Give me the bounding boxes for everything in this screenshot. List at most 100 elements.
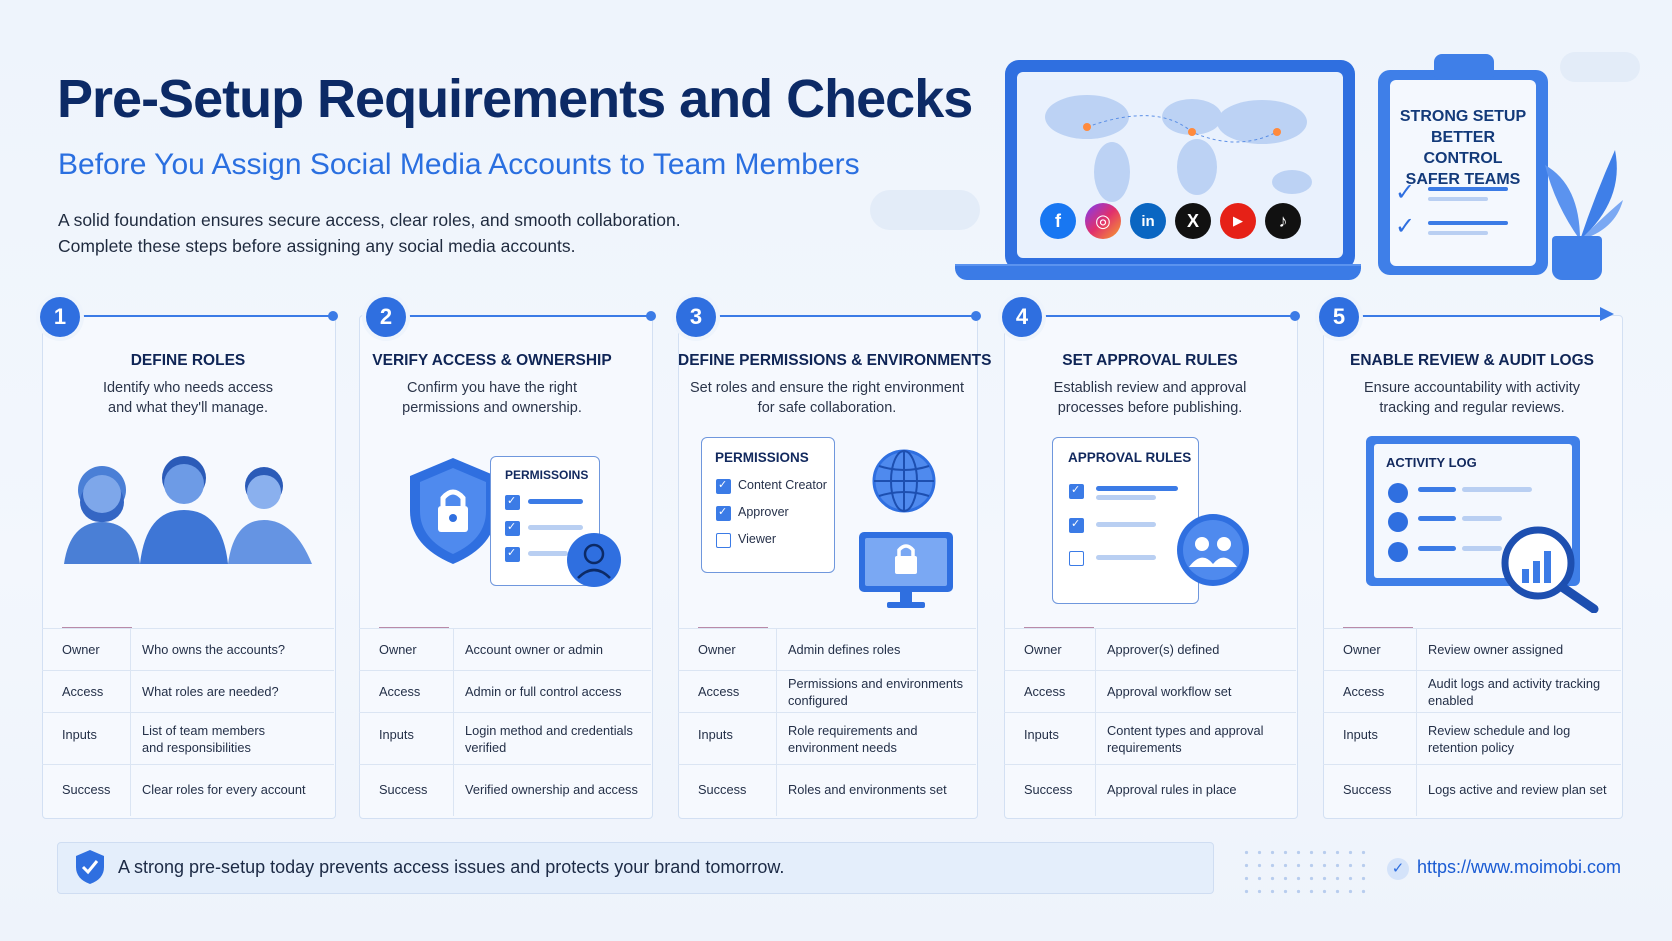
connector-dot xyxy=(328,311,338,321)
step-desc-5: Ensure accountability with activity trac… xyxy=(1323,378,1621,418)
table-row: Owner Account owner or admin xyxy=(359,628,651,671)
clipboard-line-3: SAFER TEAMS xyxy=(1405,171,1521,188)
step-desc-line: processes before publishing. xyxy=(1057,400,1243,416)
permission-option: Approver xyxy=(738,505,789,519)
step-desc-4: Establish review and approval processes … xyxy=(1004,378,1296,418)
clipboard-line-1: STRONG SETUP xyxy=(1399,108,1527,125)
clipboard-line-2: BETTER CONTROL xyxy=(1423,129,1503,167)
line-placeholder xyxy=(528,499,583,504)
row-key: Access xyxy=(698,684,740,699)
row-value: Verified ownership and access xyxy=(465,781,638,798)
row-key: Owner xyxy=(379,642,417,657)
checkbox-checked xyxy=(1069,517,1084,533)
line-placeholder xyxy=(1462,546,1502,551)
table-divider xyxy=(453,628,454,816)
step-connector xyxy=(60,315,332,317)
website-link[interactable]: https://www.moimobi.com xyxy=(1417,857,1622,877)
row-key: Success xyxy=(698,782,747,797)
checkbox-checked xyxy=(505,520,520,536)
table-row: Owner Who owns the accounts? xyxy=(42,628,334,671)
table-row: Success Roles and environments set xyxy=(678,764,976,815)
row-value-line: configured xyxy=(788,693,848,708)
table-divider xyxy=(1095,628,1096,816)
table-divider xyxy=(776,628,777,816)
permissions-panel-title: PERMISSOINS xyxy=(505,468,589,482)
line-placeholder xyxy=(1428,221,1508,225)
user-icon xyxy=(1388,512,1408,532)
line-placeholder xyxy=(1428,187,1508,191)
row-value-line: requirements xyxy=(1107,740,1182,755)
step-card-1 xyxy=(42,315,336,819)
connector-dot xyxy=(971,311,981,321)
row-value: Approval rules in place xyxy=(1107,781,1236,798)
row-value-line: Content types and approval xyxy=(1107,723,1264,738)
line-placeholder xyxy=(1418,546,1456,551)
checkbox-checked xyxy=(1069,483,1084,499)
row-key: Owner xyxy=(1024,642,1062,657)
row-key: Inputs xyxy=(62,727,97,742)
row-value: Logs active and review plan set xyxy=(1428,781,1607,798)
cloud-icon xyxy=(870,190,980,230)
step-title-4: SET APPROVAL RULES xyxy=(1062,352,1238,369)
row-value-line: Admin defines roles xyxy=(788,642,901,657)
line-placeholder xyxy=(1418,487,1456,492)
row-value-line: List of team members xyxy=(142,723,266,738)
line-placeholder xyxy=(1096,486,1178,491)
step-desc-line: permissions and ownership. xyxy=(402,400,582,416)
connector-dot xyxy=(646,311,656,321)
footer-banner xyxy=(57,842,1214,894)
clipboard-paper xyxy=(1390,80,1536,266)
row-key: Owner xyxy=(62,642,100,657)
step-desc-line: Confirm you have the right xyxy=(406,380,578,396)
checkbox-checked xyxy=(505,494,520,510)
row-value-line: Admin or full control access xyxy=(465,684,622,699)
line-placeholder xyxy=(1096,522,1156,527)
activity-log-title: ACTIVITY LOG xyxy=(1386,455,1477,470)
row-value-line: Approval rules in place xyxy=(1107,782,1237,797)
row-value: Who owns the accounts? xyxy=(142,641,285,658)
x-icon: X xyxy=(1175,203,1211,239)
page-title: Pre-Setup Requirements and Checks xyxy=(57,69,973,129)
row-value-line: Verified ownership and access xyxy=(465,782,638,797)
row-value: Account owner or admin xyxy=(465,641,603,658)
connector-dot xyxy=(1290,311,1300,321)
line-placeholder xyxy=(528,551,568,556)
step-number-5: 5 xyxy=(1319,297,1359,337)
intro-text: A solid foundation ensures secure access… xyxy=(58,207,681,259)
tiktok-icon: ♪ xyxy=(1265,203,1301,239)
step-connector xyxy=(696,315,974,317)
step-desc-line: and what they'll manage. xyxy=(108,400,268,416)
social-icons: f ◎ in X ▶ ♪ xyxy=(1040,203,1301,239)
step-desc-2: Confirm you have the right permissions a… xyxy=(346,378,638,418)
step-title-5: ENABLE REVIEW & AUDIT LOGS xyxy=(1350,352,1594,369)
checkbox-checked xyxy=(716,505,731,521)
checkbox-checked xyxy=(505,546,520,562)
step-desc-line: Set roles and ensure the right environme… xyxy=(689,380,965,396)
row-value-line: What roles are needed? xyxy=(142,684,279,699)
step-desc-line: Establish review and approval xyxy=(1053,380,1247,396)
table-row: Success Verified ownership and access xyxy=(359,764,651,815)
step-desc-line: for safe collaboration. xyxy=(757,400,897,416)
user-icon xyxy=(1388,483,1408,503)
row-value-line: Approver(s) defined xyxy=(1107,642,1220,657)
step-title-1: DEFINE ROLES xyxy=(130,352,246,369)
row-value-line: Roles and environments set xyxy=(788,782,947,797)
table-divider xyxy=(130,628,131,816)
row-key: Owner xyxy=(698,642,736,657)
row-value-line: Login method and credentials xyxy=(465,723,633,738)
row-key: Success xyxy=(379,782,428,797)
line-placeholder xyxy=(1096,495,1156,500)
step-number-3: 3 xyxy=(676,297,716,337)
clipboard-text: STRONG SETUP BETTER CONTROL SAFER TEAMS xyxy=(1390,106,1536,190)
